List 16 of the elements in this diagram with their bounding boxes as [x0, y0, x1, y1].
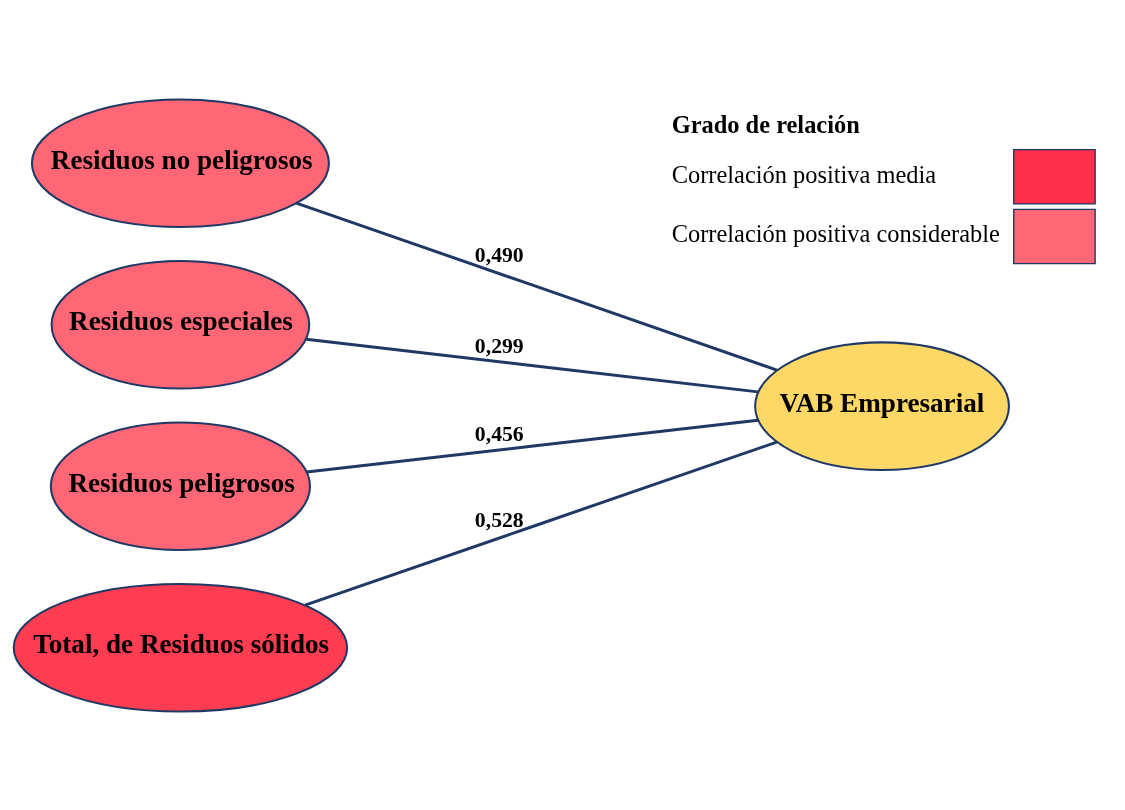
edge-label: 0,299 [474, 333, 524, 358]
connector [306, 337, 758, 393]
legend-label: Correlación positiva considerable [671, 219, 1000, 247]
node-ellipse: Residuos peligrosos [49, 420, 312, 551]
node-ellipse: Residuos no peligrosos [30, 97, 330, 228]
connector [304, 440, 778, 607]
node-ellipse: Total, de Residuos sólidos [12, 582, 349, 713]
edge-label: 0,490 [474, 242, 524, 267]
node-ellipse: Residuos especiales [50, 259, 311, 390]
legend-label: Correlación positiva media [671, 160, 937, 188]
label: Grado de relación [671, 110, 860, 138]
node-ellipse: VAB Empresarial [754, 340, 1010, 471]
connector [306, 418, 759, 473]
edge-label: 0,456 [474, 421, 524, 446]
edge-label: 0,528 [474, 507, 524, 532]
connector [295, 201, 778, 371]
